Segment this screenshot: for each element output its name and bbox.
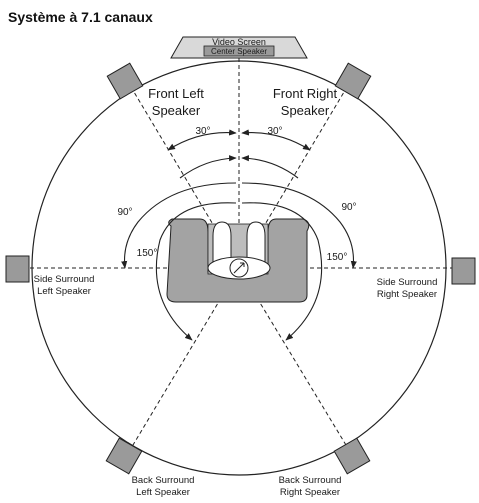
angle-30-right: 30° (267, 126, 282, 137)
arc-90-left (121, 182, 237, 269)
video-screen: Video Screen Center Speaker (170, 36, 308, 59)
front-left-label-1: Front Left (148, 86, 204, 101)
back-right-label-2: Right Speaker (280, 487, 340, 498)
side-right-label-1: Side Surround (377, 277, 438, 288)
center-speaker (203, 45, 275, 57)
front-right-speaker (334, 62, 372, 100)
front-right-label-2: Speaker (281, 103, 330, 118)
angle-150-right: 150° (327, 252, 348, 263)
arc-inner-right (241, 155, 299, 179)
page-title: Système à 7.1 canaux (8, 9, 153, 25)
angle-90-left: 90° (117, 207, 132, 218)
front-right-label-1: Front Right (273, 86, 338, 101)
arc-inner-left (179, 155, 237, 179)
center-speaker-label: Center Speaker (211, 47, 267, 56)
back-left-speaker (105, 437, 143, 475)
front-left-speaker (106, 62, 144, 100)
side-right-label-2: Right Speaker (377, 289, 437, 300)
back-right-label-1: Back Surround (279, 475, 342, 486)
arc-150-left (155, 202, 237, 341)
side-left-label-1: Side Surround (34, 274, 95, 285)
back-right-speaker (333, 437, 371, 475)
arc-150-right (241, 202, 323, 341)
angle-30-left: 30° (195, 126, 210, 137)
sofa (166, 218, 310, 303)
arc-90-right (241, 182, 357, 269)
arc-30-left (167, 129, 237, 151)
side-right-speaker (451, 257, 476, 285)
front-left-label-2: Speaker (152, 103, 201, 118)
back-left-label-2: Left Speaker (136, 487, 190, 498)
angle-90-right: 90° (341, 202, 356, 213)
side-left-label-2: Left Speaker (37, 286, 91, 297)
arc-30-right (241, 129, 311, 151)
angle-150-left: 150° (137, 248, 158, 259)
video-screen-label: Video Screen (212, 37, 266, 47)
back-left-label-1: Back Surround (132, 475, 195, 486)
side-left-speaker (5, 255, 30, 283)
